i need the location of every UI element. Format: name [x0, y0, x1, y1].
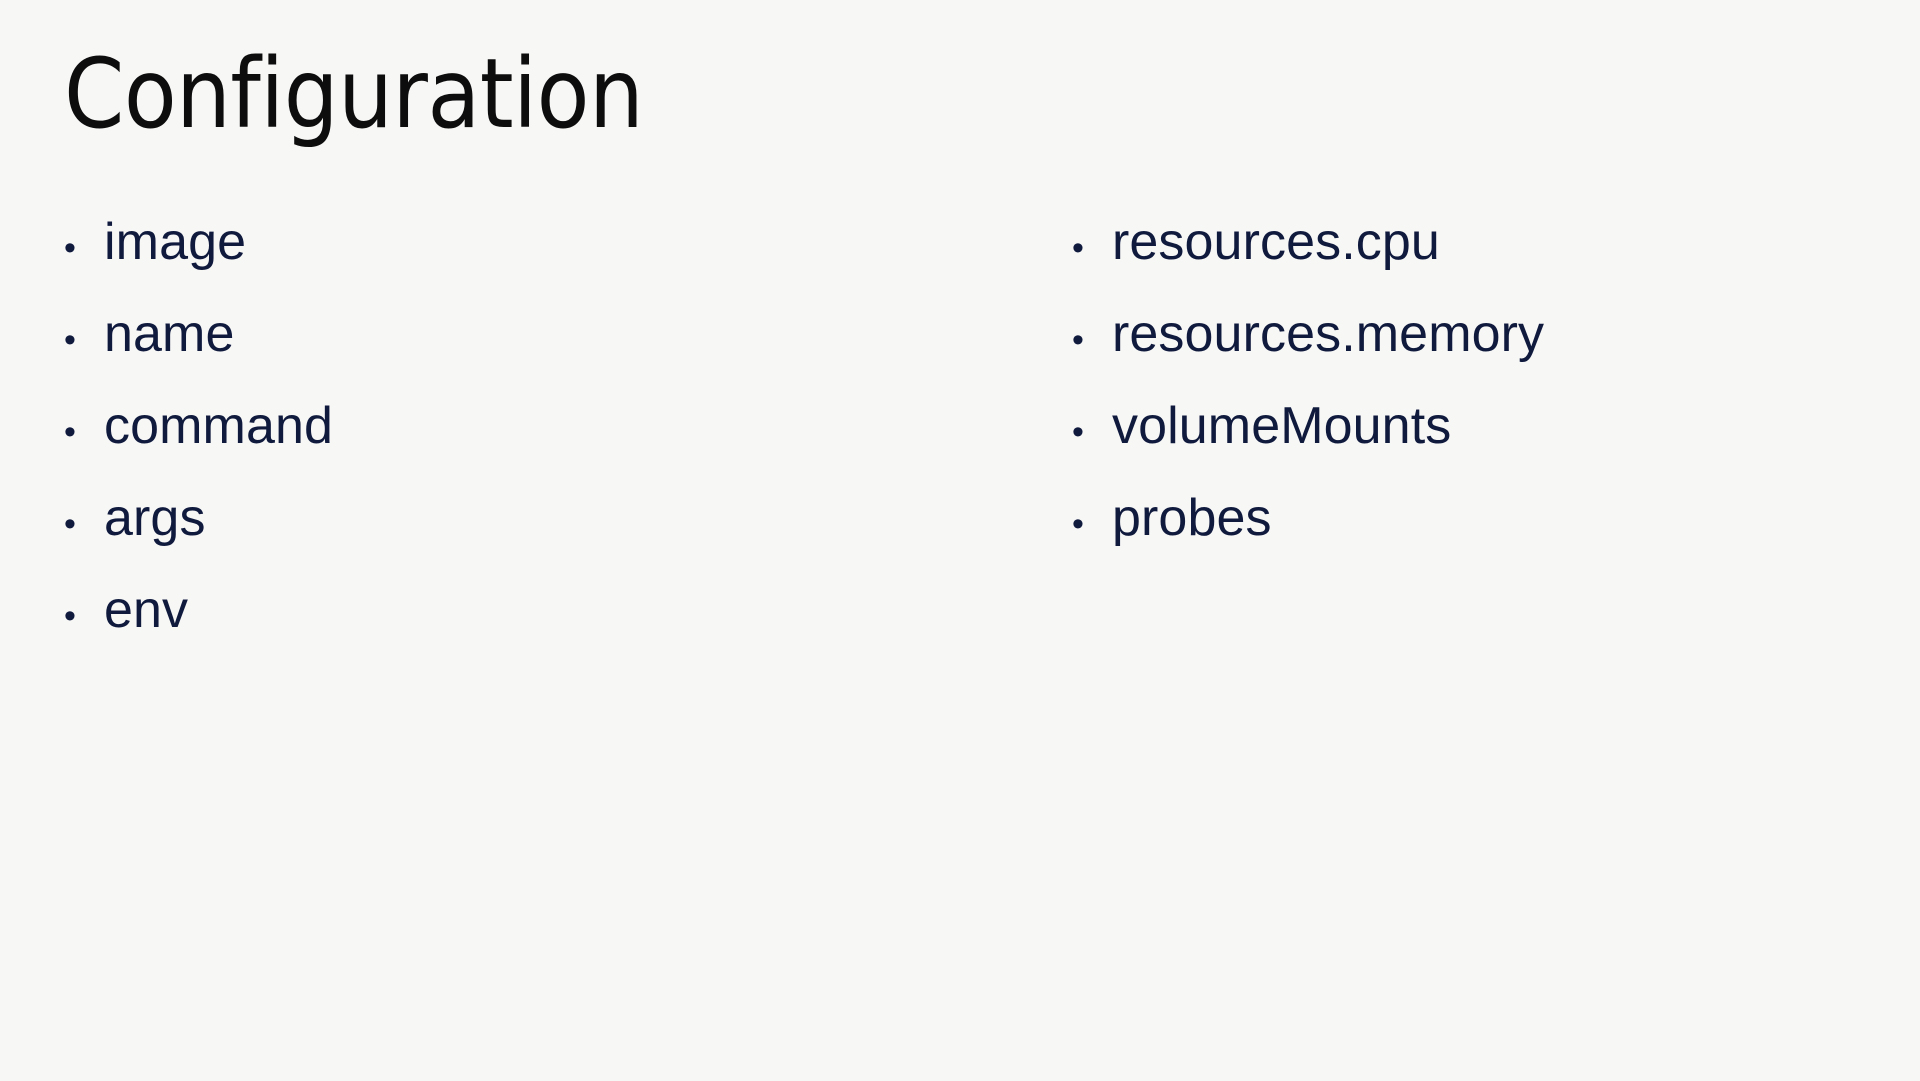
list-item[interactable]: • image: [64, 196, 1008, 288]
bullet-dot-icon: •: [64, 597, 77, 635]
bullet-dot-icon: •: [64, 229, 77, 267]
page-title: Configuration: [64, 38, 644, 150]
bullet-dot-icon: •: [64, 505, 77, 543]
bullet-list-left: • image • name • command • args • env: [0, 196, 1008, 656]
bullet-dot-icon: •: [1072, 321, 1085, 359]
bullet-dot-icon: •: [1072, 505, 1085, 543]
bullet-label: image: [104, 213, 247, 271]
list-item[interactable]: • command: [64, 380, 1008, 472]
list-item[interactable]: • resources.memory: [1072, 288, 1920, 380]
list-item[interactable]: • name: [64, 288, 1008, 380]
bullet-label: args: [104, 489, 206, 547]
bullet-label: probes: [1112, 489, 1272, 547]
bullet-label: name: [104, 305, 235, 363]
bullet-dot-icon: •: [1072, 229, 1085, 267]
bullet-label: command: [104, 397, 334, 455]
bullet-label: resources.memory: [1112, 305, 1545, 363]
bullet-columns: • image • name • command • args • env: [0, 196, 1920, 656]
list-item[interactable]: • volumeMounts: [1072, 380, 1920, 472]
bullet-list-right: • resources.cpu • resources.memory • vol…: [1008, 196, 1920, 564]
bullet-label: resources.cpu: [1112, 213, 1440, 271]
list-item[interactable]: • args: [64, 472, 1008, 564]
bullet-label: volumeMounts: [1112, 397, 1452, 455]
bullet-dot-icon: •: [64, 413, 77, 451]
list-item[interactable]: • env: [64, 564, 1008, 656]
list-item[interactable]: • resources.cpu: [1072, 196, 1920, 288]
bullet-label: env: [104, 581, 189, 639]
list-item[interactable]: • probes: [1072, 472, 1920, 564]
bullet-dot-icon: •: [64, 321, 77, 359]
bullet-dot-icon: •: [1072, 413, 1085, 451]
